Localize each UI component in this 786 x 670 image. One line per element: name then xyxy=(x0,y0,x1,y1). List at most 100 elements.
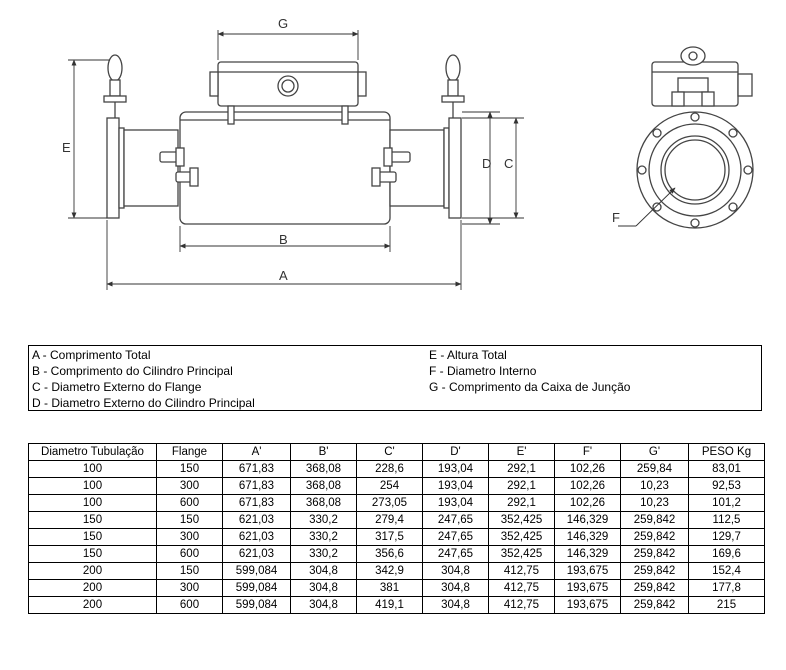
table-cell: 150 xyxy=(156,562,223,580)
technical-drawing: G E D C B A F xyxy=(0,0,786,330)
legend-item: F - Diametro Interno xyxy=(429,364,537,378)
table-cell: 330,2 xyxy=(290,528,357,546)
table-cell: 356,6 xyxy=(356,545,423,563)
table-cell: 599,084 xyxy=(222,562,291,580)
dim-label-c: C xyxy=(504,156,513,171)
right-flange xyxy=(448,117,462,219)
main-cylinder xyxy=(179,111,391,225)
table-cell: 304,8 xyxy=(422,596,489,614)
dim-label-g: G xyxy=(278,16,288,31)
table-cell: 330,2 xyxy=(290,545,357,563)
legend-item: A - Comprimento Total xyxy=(32,348,151,362)
front-view xyxy=(636,46,754,229)
table-cell: 352,425 xyxy=(488,545,555,563)
table-cell: 247,65 xyxy=(422,528,489,546)
table-cell: 102,26 xyxy=(554,477,621,495)
legend-item: D - Diametro Externo do Cilindro Princip… xyxy=(32,396,255,410)
table-cell: 146,329 xyxy=(554,511,621,529)
table-cell: 150 xyxy=(28,528,157,546)
table-cell: 10,23 xyxy=(620,477,689,495)
table-cell: 279,4 xyxy=(356,511,423,529)
table-cell: 368,08 xyxy=(290,460,357,478)
table-cell: 100 xyxy=(28,460,157,478)
table-cell: 112,5 xyxy=(688,511,765,529)
specification-table: Diametro Tubulação Flange A' B' C' D' E'… xyxy=(28,443,765,614)
table-cell: 200 xyxy=(28,579,157,597)
table-cell: 150 xyxy=(156,511,223,529)
side-view-dimensions xyxy=(68,30,524,290)
table-cell: 621,03 xyxy=(222,528,291,546)
legend-right-column: E - Altura Total F - Diametro Interno G … xyxy=(429,347,630,395)
column-header: E' xyxy=(488,443,555,461)
table-cell: 259,842 xyxy=(620,579,689,597)
table-cell: 671,83 xyxy=(222,477,291,495)
table-cell: 381 xyxy=(356,579,423,597)
dim-label-a: A xyxy=(279,268,288,283)
table-cell: 193,04 xyxy=(422,477,489,495)
table-cell: 83,01 xyxy=(688,460,765,478)
table-cell: 228,6 xyxy=(356,460,423,478)
legend-item: E - Altura Total xyxy=(429,348,507,362)
table-cell: 259,84 xyxy=(620,460,689,478)
table-cell: 146,329 xyxy=(554,545,621,563)
table-cell: 352,425 xyxy=(488,528,555,546)
legend-item: G - Comprimento da Caixa de Junção xyxy=(429,380,631,394)
legend-item: B - Comprimento do Cilindro Principal xyxy=(32,364,233,378)
column-header: G' xyxy=(620,443,689,461)
table-cell: 101,2 xyxy=(688,494,765,512)
dim-label-b: B xyxy=(279,232,288,247)
table-cell: 368,08 xyxy=(290,494,357,512)
dim-label-d: D xyxy=(482,156,491,171)
table-cell: 152,4 xyxy=(688,562,765,580)
table-cell: 600 xyxy=(156,494,223,512)
table-cell: 150 xyxy=(28,545,157,563)
dimension-legend: A - Comprimento Total B - Comprimento do… xyxy=(28,345,762,411)
table-cell: 259,842 xyxy=(620,528,689,546)
table-cell: 330,2 xyxy=(290,511,357,529)
table-cell: 193,675 xyxy=(554,579,621,597)
table-cell: 600 xyxy=(156,596,223,614)
column-header: D' xyxy=(422,443,489,461)
table-cell: 254 xyxy=(356,477,423,495)
table-cell: 599,084 xyxy=(222,579,291,597)
table-cell: 100 xyxy=(28,477,157,495)
table-cell: 292,1 xyxy=(488,477,555,495)
table-cell: 304,8 xyxy=(422,562,489,580)
table-cell: 150 xyxy=(28,511,157,529)
table-cell: 273,05 xyxy=(356,494,423,512)
table-cell: 129,7 xyxy=(688,528,765,546)
table-cell: 169,6 xyxy=(688,545,765,563)
column-header: C' xyxy=(356,443,423,461)
table-cell: 259,842 xyxy=(620,511,689,529)
table-cell: 621,03 xyxy=(222,511,291,529)
table-cell: 193,04 xyxy=(422,460,489,478)
table-cell: 304,8 xyxy=(290,579,357,597)
table-cell: 100 xyxy=(28,494,157,512)
table-cell: 368,08 xyxy=(290,477,357,495)
table-cell: 300 xyxy=(156,579,223,597)
table-cell: 247,65 xyxy=(422,545,489,563)
column-header: F' xyxy=(554,443,621,461)
table-cell: 300 xyxy=(156,477,223,495)
table-cell: 600 xyxy=(156,545,223,563)
dim-label-e: E xyxy=(62,140,71,155)
table-cell: 259,842 xyxy=(620,545,689,563)
table-cell: 102,26 xyxy=(554,460,621,478)
table-cell: 247,65 xyxy=(422,511,489,529)
table-cell: 102,26 xyxy=(554,494,621,512)
table-cell: 304,8 xyxy=(290,596,357,614)
table-cell: 292,1 xyxy=(488,460,555,478)
legend-item: C - Diametro Externo do Flange xyxy=(32,380,202,394)
legend-left-column: A - Comprimento Total B - Comprimento do… xyxy=(32,347,255,411)
column-header: A' xyxy=(222,443,291,461)
table-cell: 10,23 xyxy=(620,494,689,512)
